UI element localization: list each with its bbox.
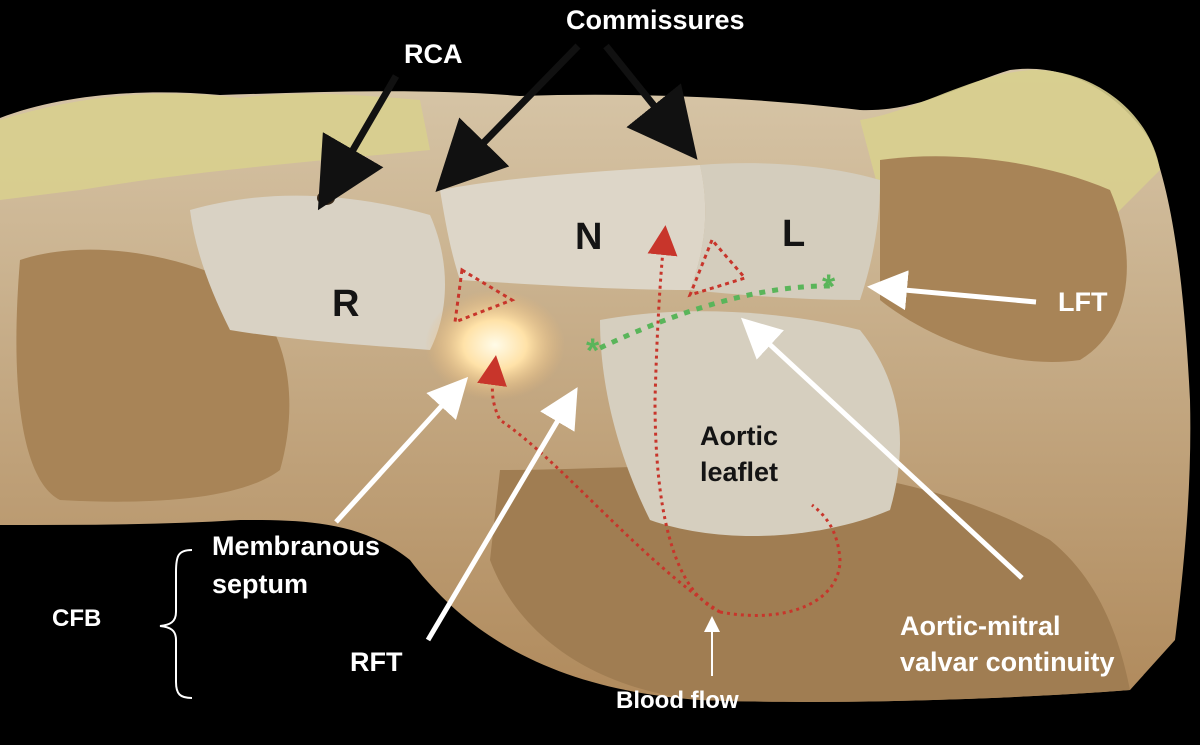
label-aortic-leaflet-line2: leaflet — [700, 457, 779, 488]
label-membranous-line1: Membranous — [212, 531, 381, 561]
label-leaflet-r: R — [332, 283, 360, 325]
lft-arrow — [867, 270, 1037, 311]
epicardial-fat — [0, 93, 430, 200]
septal-muscle-left — [16, 249, 290, 502]
label-leaflet-l: L — [782, 213, 806, 255]
green-asterisk-right: * — [822, 268, 836, 306]
cfb-bracket — [159, 549, 193, 699]
green-asterisk-left: * — [586, 332, 600, 370]
interleaflet-triangle-rn — [453, 267, 516, 325]
non-coronary-leaflet — [440, 165, 706, 290]
ventricular-muscle-right — [880, 156, 1127, 362]
right-coronary-leaflet — [190, 195, 445, 350]
left-coronary-leaflet — [690, 163, 880, 300]
label-aortic-leaflet-line1: Aortic — [700, 421, 779, 451]
label-cfb: CFB — [52, 605, 102, 632]
label-rca: RCA — [404, 39, 463, 69]
label-rft: RFT — [350, 647, 403, 677]
label-commissures: Commissures — [566, 5, 745, 35]
rca-arrow — [317, 74, 400, 211]
aortic-mitral-arrow — [740, 317, 1024, 580]
commissure-arrow-left — [435, 43, 581, 193]
label-aortic-mitral-line2: valvar continuity — [900, 647, 1115, 678]
membranous-septum-arrow — [334, 376, 469, 524]
label-membranous-septum: Membranous septum — [212, 532, 380, 599]
interleaflet-triangle-nl — [687, 237, 748, 298]
label-leaflet-n: N — [575, 216, 603, 258]
commissure-arrow-right — [603, 43, 698, 160]
label-blood-flow: Blood flow — [616, 687, 739, 714]
label-membranous-line2: septum — [212, 569, 309, 600]
rft-arrow — [425, 387, 578, 642]
membranous-septum-transillumination — [425, 290, 565, 400]
ventricular-muscle-lower — [490, 465, 1130, 702]
label-lft: LFT — [1058, 287, 1108, 317]
label-aortic-leaflet: Aortic leaflet — [700, 422, 778, 487]
label-aortic-mitral-line1: Aortic-mitral — [900, 611, 1061, 641]
label-aortic-mitral-continuity: Aortic-mitral valvar continuity — [900, 612, 1115, 677]
rca-ostium — [317, 191, 335, 205]
aortic-mitral-leaflet — [600, 311, 900, 537]
blood-flow-path-loop — [719, 503, 842, 617]
